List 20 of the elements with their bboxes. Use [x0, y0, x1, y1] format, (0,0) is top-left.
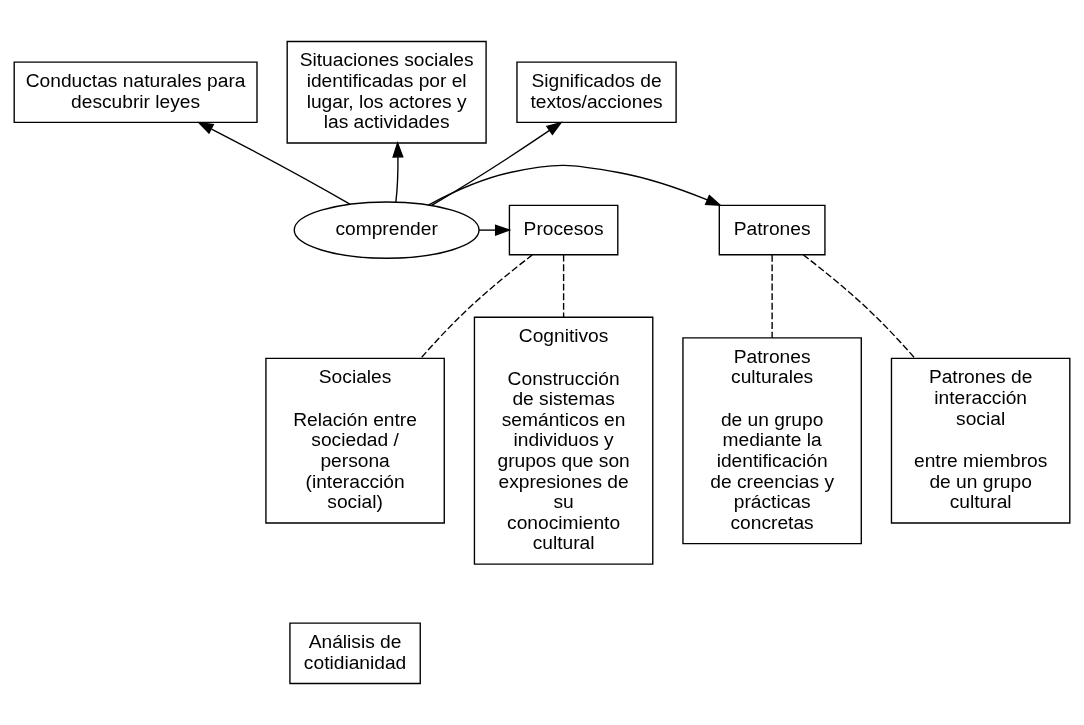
- node-box: Patrones: [718, 204, 826, 256]
- arrow: [478, 224, 512, 236]
- node-box: Conductas naturales para descubrir leyes: [13, 61, 258, 124]
- arrow: [197, 121, 351, 205]
- arrow: [427, 164, 723, 207]
- connector: [420, 254, 533, 359]
- node-box: Situaciones sociales identificadas por el lugar, los actores y las actividades: [286, 40, 487, 144]
- connector: [771, 254, 773, 339]
- arrow: [392, 141, 404, 203]
- node-box: Significados de textos/acciones: [516, 61, 677, 124]
- node-box: Procesos: [508, 204, 619, 256]
- node-ellipse: comprender: [293, 201, 480, 259]
- node-box: Cognitivos Construcción de sistemas semánticos en individuos y grupos que son expresiones de su conocimiento cultural: [473, 316, 654, 565]
- node-box: Análisis de cotidianidad: [289, 622, 421, 685]
- node-box: Sociales Relación entre sociedad / persona (interacción social): [265, 357, 445, 524]
- connector: [562, 254, 565, 318]
- connector: [802, 254, 916, 359]
- node-box: Patrones de interacción social entre miembros de un grupo cultural: [890, 357, 1071, 524]
- node-box: Patrones culturales de un grupo mediante la identificación de creencias y prácticas concretas: [682, 337, 862, 545]
- arrow: [431, 121, 563, 207]
